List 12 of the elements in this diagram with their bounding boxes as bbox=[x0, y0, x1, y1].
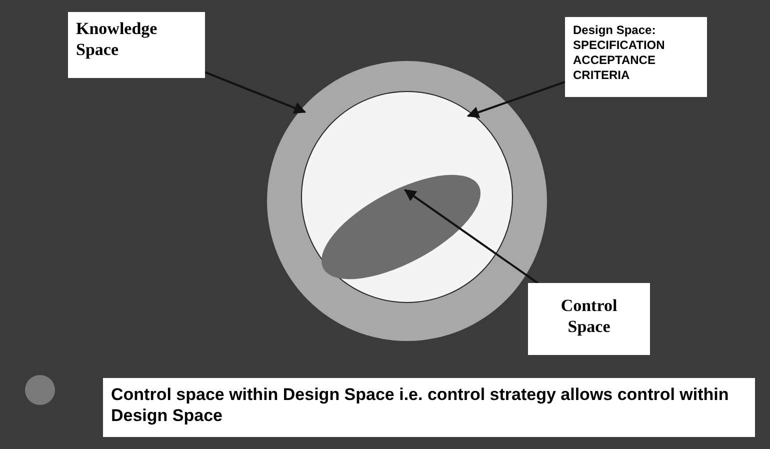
label-box bbox=[68, 12, 205, 78]
label-text: Control Space bbox=[560, 295, 618, 338]
label-text: Design Space: SPECIFICATION ACCEPTANCE CRITERIA bbox=[573, 23, 666, 83]
arrow bbox=[466, 81, 566, 118]
label-box bbox=[565, 17, 707, 97]
arrow bbox=[404, 189, 538, 284]
label-text: Knowledge Space bbox=[76, 18, 158, 60]
label-box bbox=[528, 283, 650, 355]
caption-text: Control space within Design Space i.e. control strategy allows control within Design Space bbox=[111, 384, 730, 426]
ellipse bbox=[321, 175, 481, 279]
arrow bbox=[204, 71, 306, 114]
caption-box bbox=[103, 378, 755, 437]
